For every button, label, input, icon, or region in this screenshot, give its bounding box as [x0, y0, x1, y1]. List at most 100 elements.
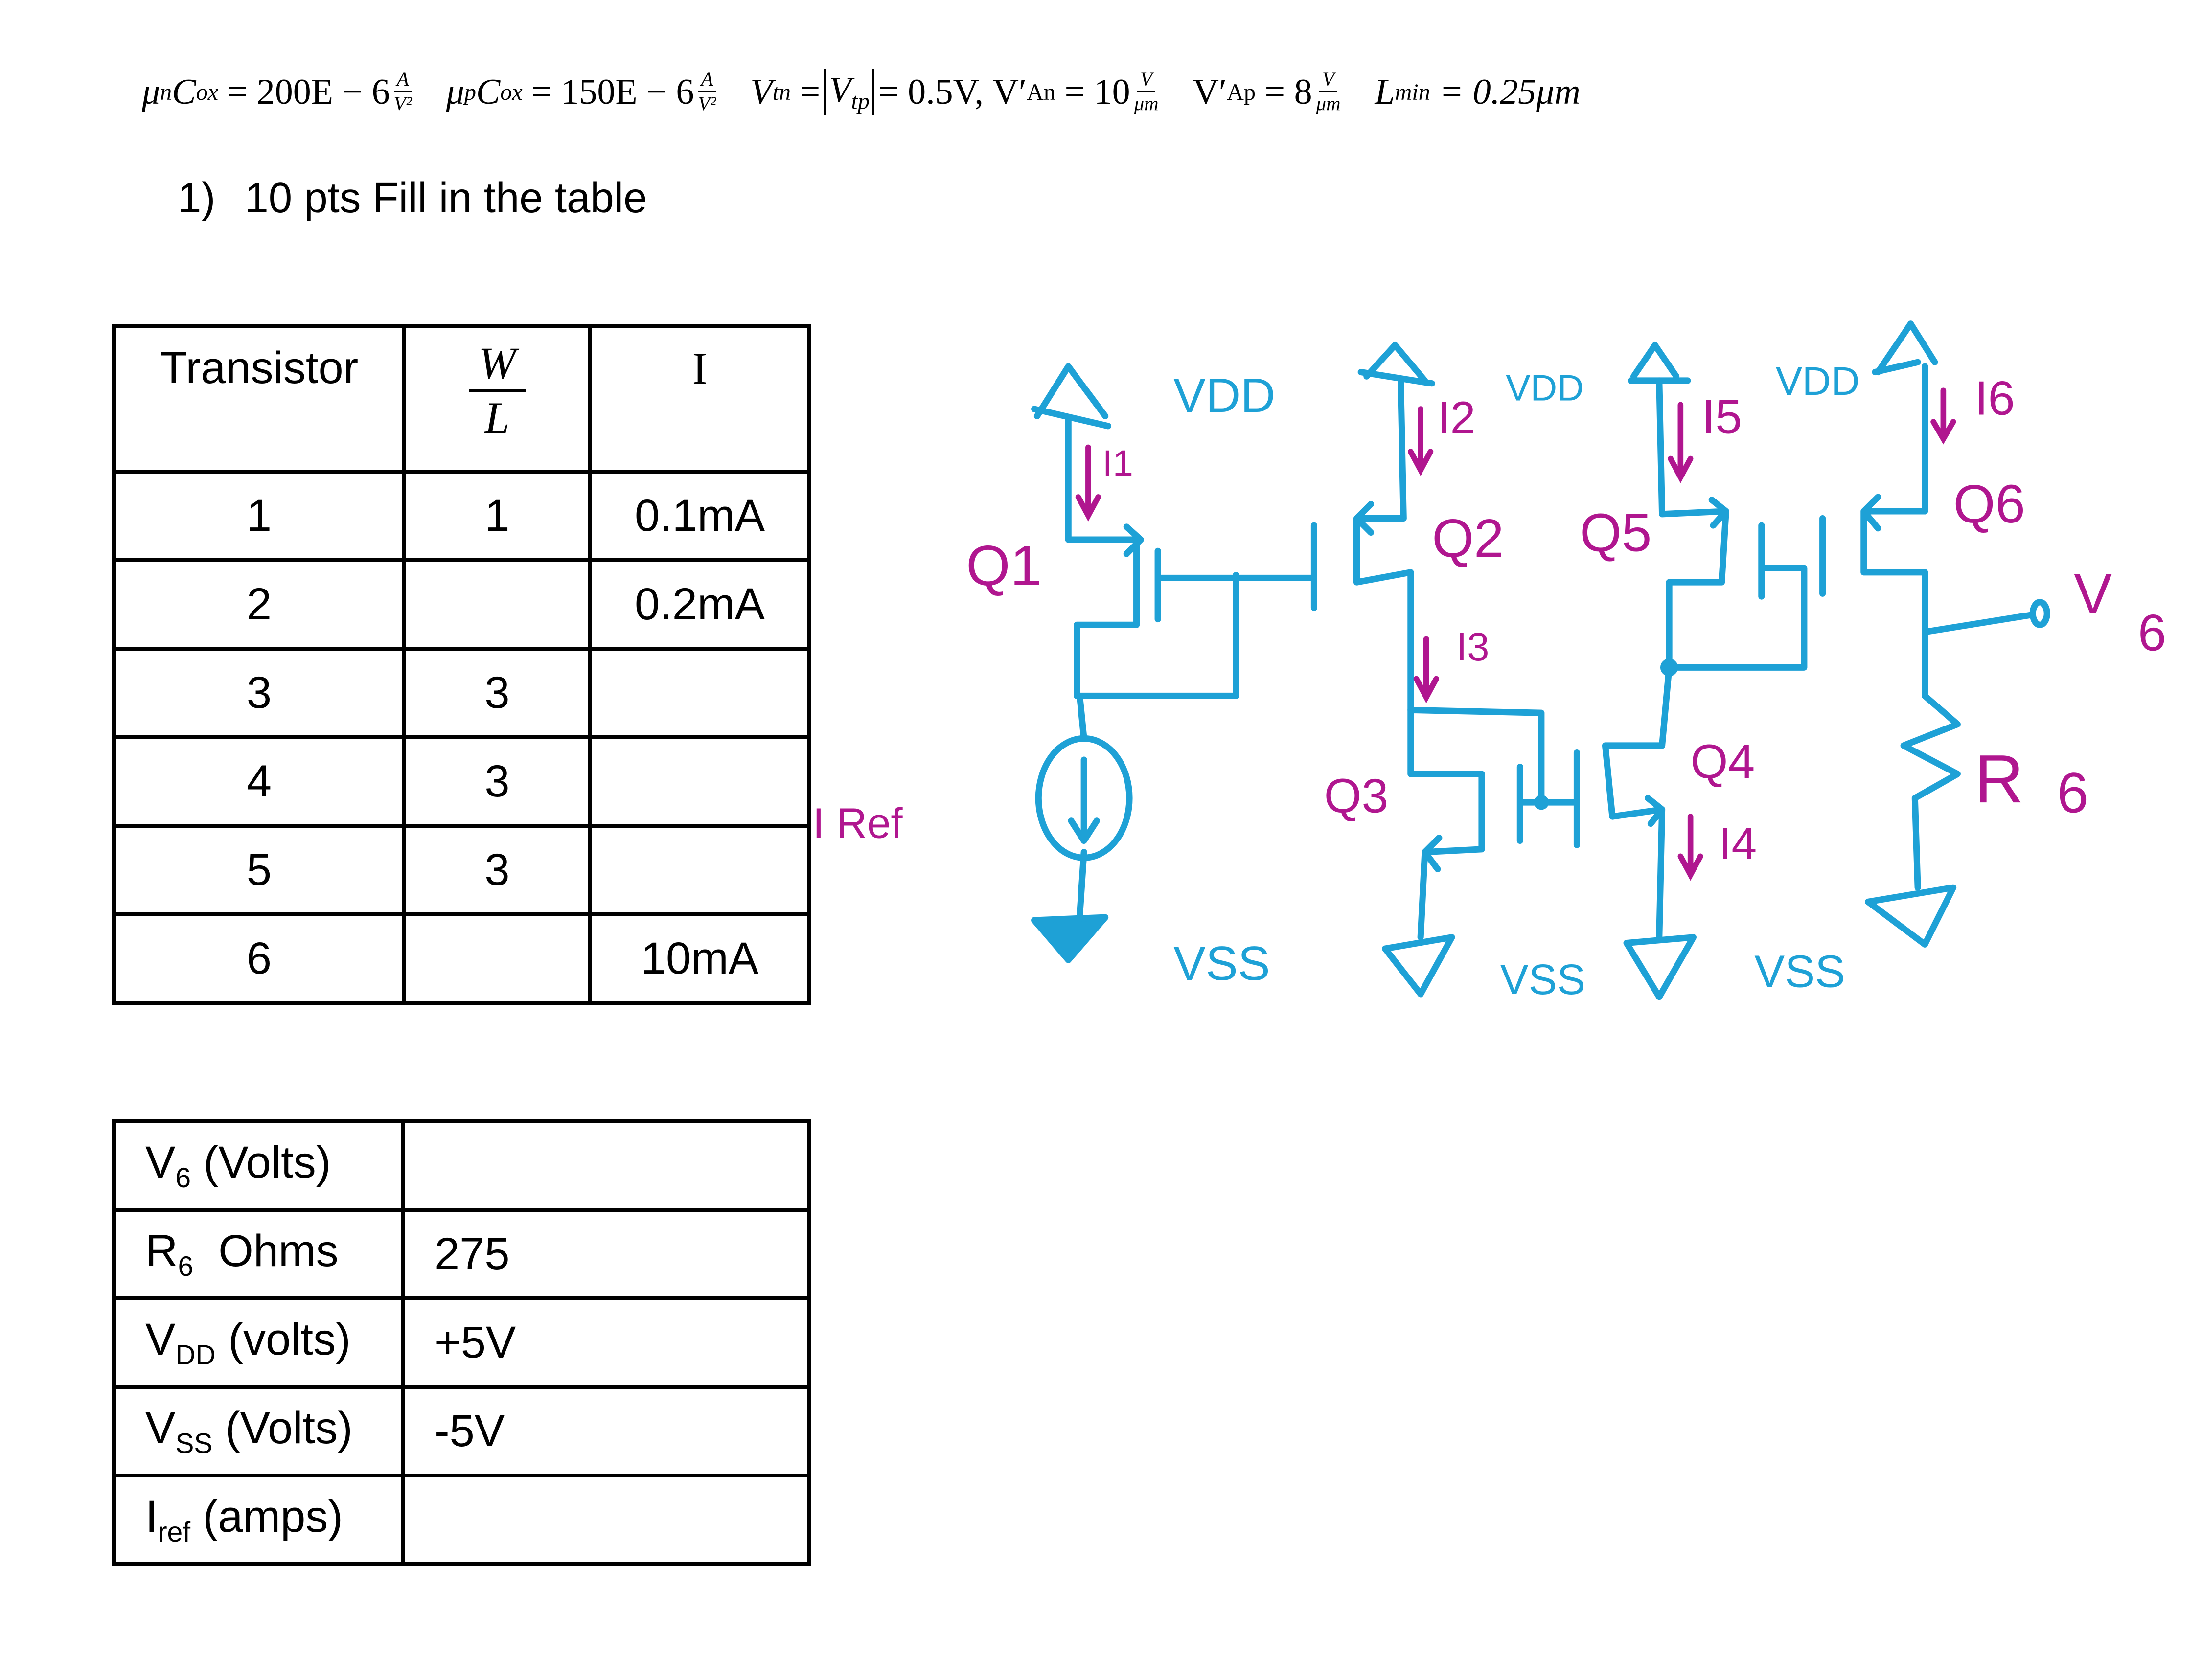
current-cell[interactable]: [588, 824, 811, 916]
v6-label: V: [2074, 562, 2111, 626]
subscript: An: [1027, 79, 1055, 105]
vdd-label: VDD: [1776, 359, 1860, 404]
param-label: R6 Ohms: [112, 1208, 405, 1300]
table-row: Iref (amps): [112, 1474, 811, 1566]
q4-transistor: [1602, 742, 1666, 941]
wl-cell[interactable]: 3: [402, 824, 592, 916]
q5-transistor: [1656, 377, 1826, 749]
wl-cell[interactable]: [402, 558, 592, 651]
q6-label: Q6: [1953, 474, 2025, 534]
symbol: L: [1375, 71, 1395, 112]
subscript: p: [464, 79, 476, 105]
current-cell[interactable]: 0.2mA: [588, 558, 811, 651]
current-cell[interactable]: [588, 735, 811, 828]
vss-symbol: [1031, 914, 1109, 963]
header-transistor: Transistor: [112, 324, 406, 474]
q4-label: Q4: [1691, 735, 1755, 789]
vdd-symbol: [1872, 320, 1938, 376]
symbol: I: [145, 1492, 158, 1542]
unit: (Volts): [212, 1403, 353, 1453]
value: = 0.25μm: [1439, 71, 1581, 112]
wl-cell[interactable]: 3: [402, 735, 592, 828]
current-cell[interactable]: 10mA: [588, 912, 811, 1005]
subscript: Ap: [1227, 79, 1256, 105]
param-value[interactable]: +5V: [401, 1296, 811, 1389]
header-label: Transistor: [160, 343, 359, 393]
symbol: V: [145, 1315, 176, 1365]
param-value[interactable]: [401, 1474, 811, 1566]
wl-cell[interactable]: [402, 912, 592, 1005]
param-value[interactable]: [401, 1119, 811, 1212]
unit: (amps): [190, 1492, 343, 1542]
subscript: 6: [175, 1162, 191, 1194]
i2-arrow: [1408, 406, 1434, 477]
numerator: A: [698, 68, 716, 92]
table-row: VSS (Volts)-5V: [112, 1385, 811, 1477]
subscript: ox: [196, 79, 218, 105]
transistor-cell: 5: [112, 824, 406, 916]
i5-label: I5: [1702, 389, 1742, 443]
i6-arrow: [1930, 387, 1956, 445]
numerator: V: [1137, 68, 1156, 92]
question-text: 10 pts Fill in the table: [245, 174, 647, 222]
symbol: V: [750, 71, 773, 112]
vdd-label: VDD: [1506, 367, 1583, 409]
current-source-circle: [1035, 735, 1133, 861]
header-current: I: [588, 324, 811, 474]
param-label: Iref (amps): [112, 1474, 405, 1566]
denominator: V²: [698, 92, 716, 114]
l-label: L: [484, 392, 510, 443]
subscript: tp: [851, 88, 870, 114]
i6-label: I6: [1974, 371, 2015, 425]
denominator: μm: [1134, 92, 1159, 114]
i2-label: I2: [1438, 392, 1475, 443]
i3-arrow: [1413, 636, 1439, 704]
value: = 150E − 6: [531, 71, 694, 112]
vss-symbol: [1623, 934, 1697, 1000]
symbol: C: [476, 71, 501, 112]
value: = 0.5V,: [878, 71, 984, 112]
symbol: C: [172, 71, 196, 112]
absolute-value: Vtp: [824, 69, 874, 115]
vdd-symbol: [1031, 363, 1112, 430]
current-cell[interactable]: [588, 647, 811, 739]
circuit-labels: Q1 Q2 Q3 Q4 Q5 Q6 I1 I2 I3 I4 I5 I6 I Re…: [813, 371, 2166, 869]
table-row: V6 (Volts): [112, 1119, 811, 1212]
subscript: 6: [178, 1250, 194, 1282]
param-value[interactable]: -5V: [401, 1385, 811, 1477]
vdd-symbol: [1628, 341, 1691, 384]
symbol: R: [145, 1226, 178, 1276]
q2-label: Q2: [1432, 508, 1504, 568]
value: = 10: [1064, 71, 1130, 112]
iref-label: I Ref: [813, 800, 903, 847]
ground-symbol: [1864, 884, 1957, 948]
symbol: V′: [992, 71, 1027, 112]
subscript: DD: [175, 1339, 216, 1371]
symbol: V′: [1193, 71, 1227, 112]
current-cell[interactable]: 0.1mA: [588, 470, 811, 562]
subscript: ox: [500, 79, 523, 105]
resistor-r6: [1900, 692, 1961, 891]
q1-transistor: [1065, 415, 1317, 699]
subscript: ref: [158, 1516, 191, 1548]
wl-cell[interactable]: 3: [402, 647, 592, 739]
subscript: n: [160, 79, 172, 105]
transistor-cell: 3: [112, 647, 406, 739]
param-value[interactable]: 275: [401, 1208, 811, 1300]
wl-cell[interactable]: 1: [402, 470, 592, 562]
param-label: V6 (Volts): [112, 1119, 405, 1212]
subscript: SS: [175, 1428, 213, 1459]
q3-label: Q3: [1324, 769, 1389, 822]
